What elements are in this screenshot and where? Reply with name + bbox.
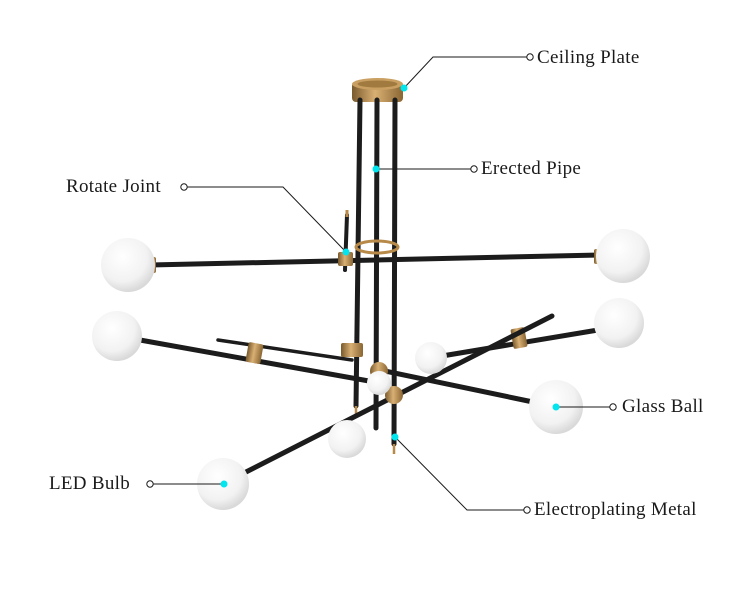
callout-rotate-joint: Rotate Joint — [66, 176, 350, 256]
marker-dot — [401, 85, 408, 92]
callout-erected-pipe: Erected Pipe — [373, 158, 582, 179]
marker-dot — [343, 249, 350, 256]
middle-left-arm — [140, 340, 380, 383]
marker-dot — [373, 166, 380, 173]
right-lower-arm — [380, 370, 533, 402]
marker-dot — [553, 404, 560, 411]
erected-pipe-label: Erected Pipe — [481, 158, 581, 179]
led-bulb-label: LED Bulb — [49, 473, 130, 494]
glass-ball-label: Glass Ball — [622, 396, 704, 417]
marker-dot — [392, 434, 399, 441]
right-upper-arm — [430, 327, 598, 364]
chandelier — [92, 78, 650, 510]
callout-ceiling-plate: Ceiling Plate — [401, 47, 640, 92]
electroplating-metal-label: Electroplating Metal — [534, 499, 697, 520]
callout-electroplating-metal: Electroplating Metal — [392, 434, 697, 521]
ceiling-plate-label: Ceiling Plate — [537, 47, 640, 68]
rotate-joint-label: Rotate Joint — [66, 176, 161, 197]
marker-dot — [221, 481, 228, 488]
